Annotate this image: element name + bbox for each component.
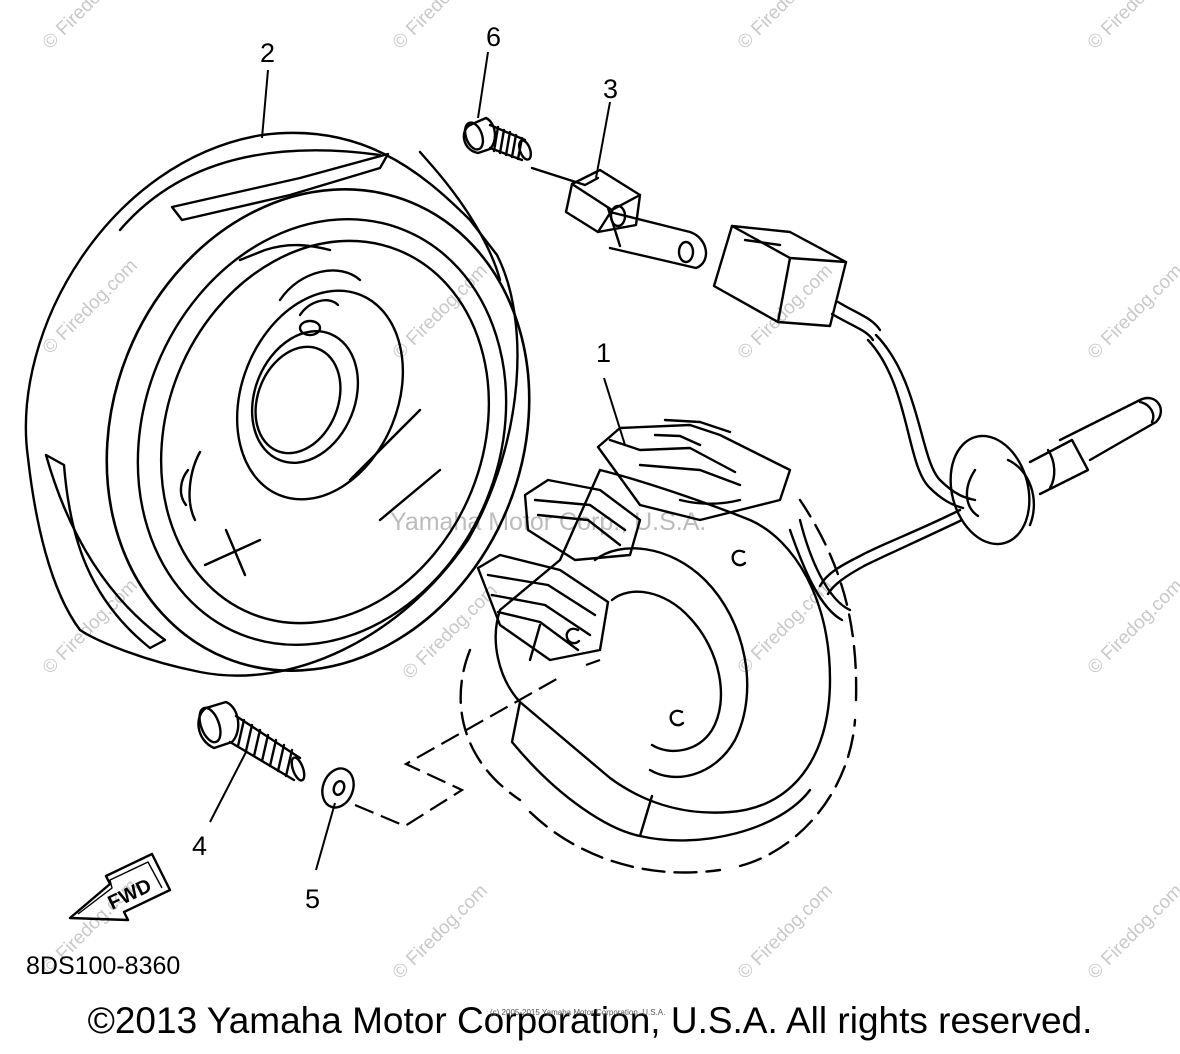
- watermark: © Firedog.com: [389, 880, 492, 983]
- callout-labels: 1 2 3 4 5 6: [192, 22, 618, 914]
- washer-part-5: [321, 767, 355, 809]
- watermark: © Firedog.com: [1084, 880, 1180, 983]
- assembly-dash-lines: [354, 658, 601, 828]
- bolt-part-4: [197, 700, 306, 782]
- pickup-coil-part-3: [530, 166, 708, 270]
- watermark: © Firedog.com: [734, 0, 837, 54]
- watermark: © Firedog.com: [1084, 0, 1180, 54]
- grommet-and-lead: [788, 396, 1163, 622]
- callout-2: 2: [260, 38, 275, 68]
- watermark: © Firedog.com: [734, 575, 837, 678]
- watermark: © Firedog.com: [389, 0, 492, 54]
- watermark: © Firedog.com: [1084, 260, 1180, 363]
- rotor-assembly: [24, 131, 531, 677]
- leader-lines: [209, 51, 626, 871]
- small-copyright-notice: (c) 2005-2015 Yamaha Motor Corporation, …: [490, 1008, 666, 1017]
- callout-4: 4: [192, 831, 207, 861]
- watermark: © Firedog.com: [389, 260, 492, 363]
- wire-coupler: [712, 224, 977, 510]
- callout-3: 3: [603, 74, 618, 104]
- fwd-arrow: FWD: [68, 852, 172, 922]
- watermark: © Firedog.com: [734, 880, 837, 983]
- watermark: © Firedog.com: [734, 260, 837, 363]
- callout-6: 6: [486, 22, 501, 52]
- center-watermark: Yamaha Motor Corp., U.S.A.: [390, 508, 706, 536]
- watermark: © Firedog.com: [39, 0, 142, 54]
- watermark: © Firedog.com: [1084, 575, 1180, 678]
- stator-assembly-part-1: [459, 418, 858, 874]
- copyright-notice: ©2013 Yamaha Motor Corporation, U.S.A. A…: [87, 1000, 1093, 1041]
- callout-1: 1: [596, 338, 611, 368]
- diagram-part-code: 8DS100-8360: [26, 952, 181, 980]
- screw-part-6: [462, 116, 533, 162]
- watermark-layer: © Firedog.com © Firedog.com © Firedog.co…: [39, 0, 1180, 984]
- callout-5: 5: [305, 884, 320, 914]
